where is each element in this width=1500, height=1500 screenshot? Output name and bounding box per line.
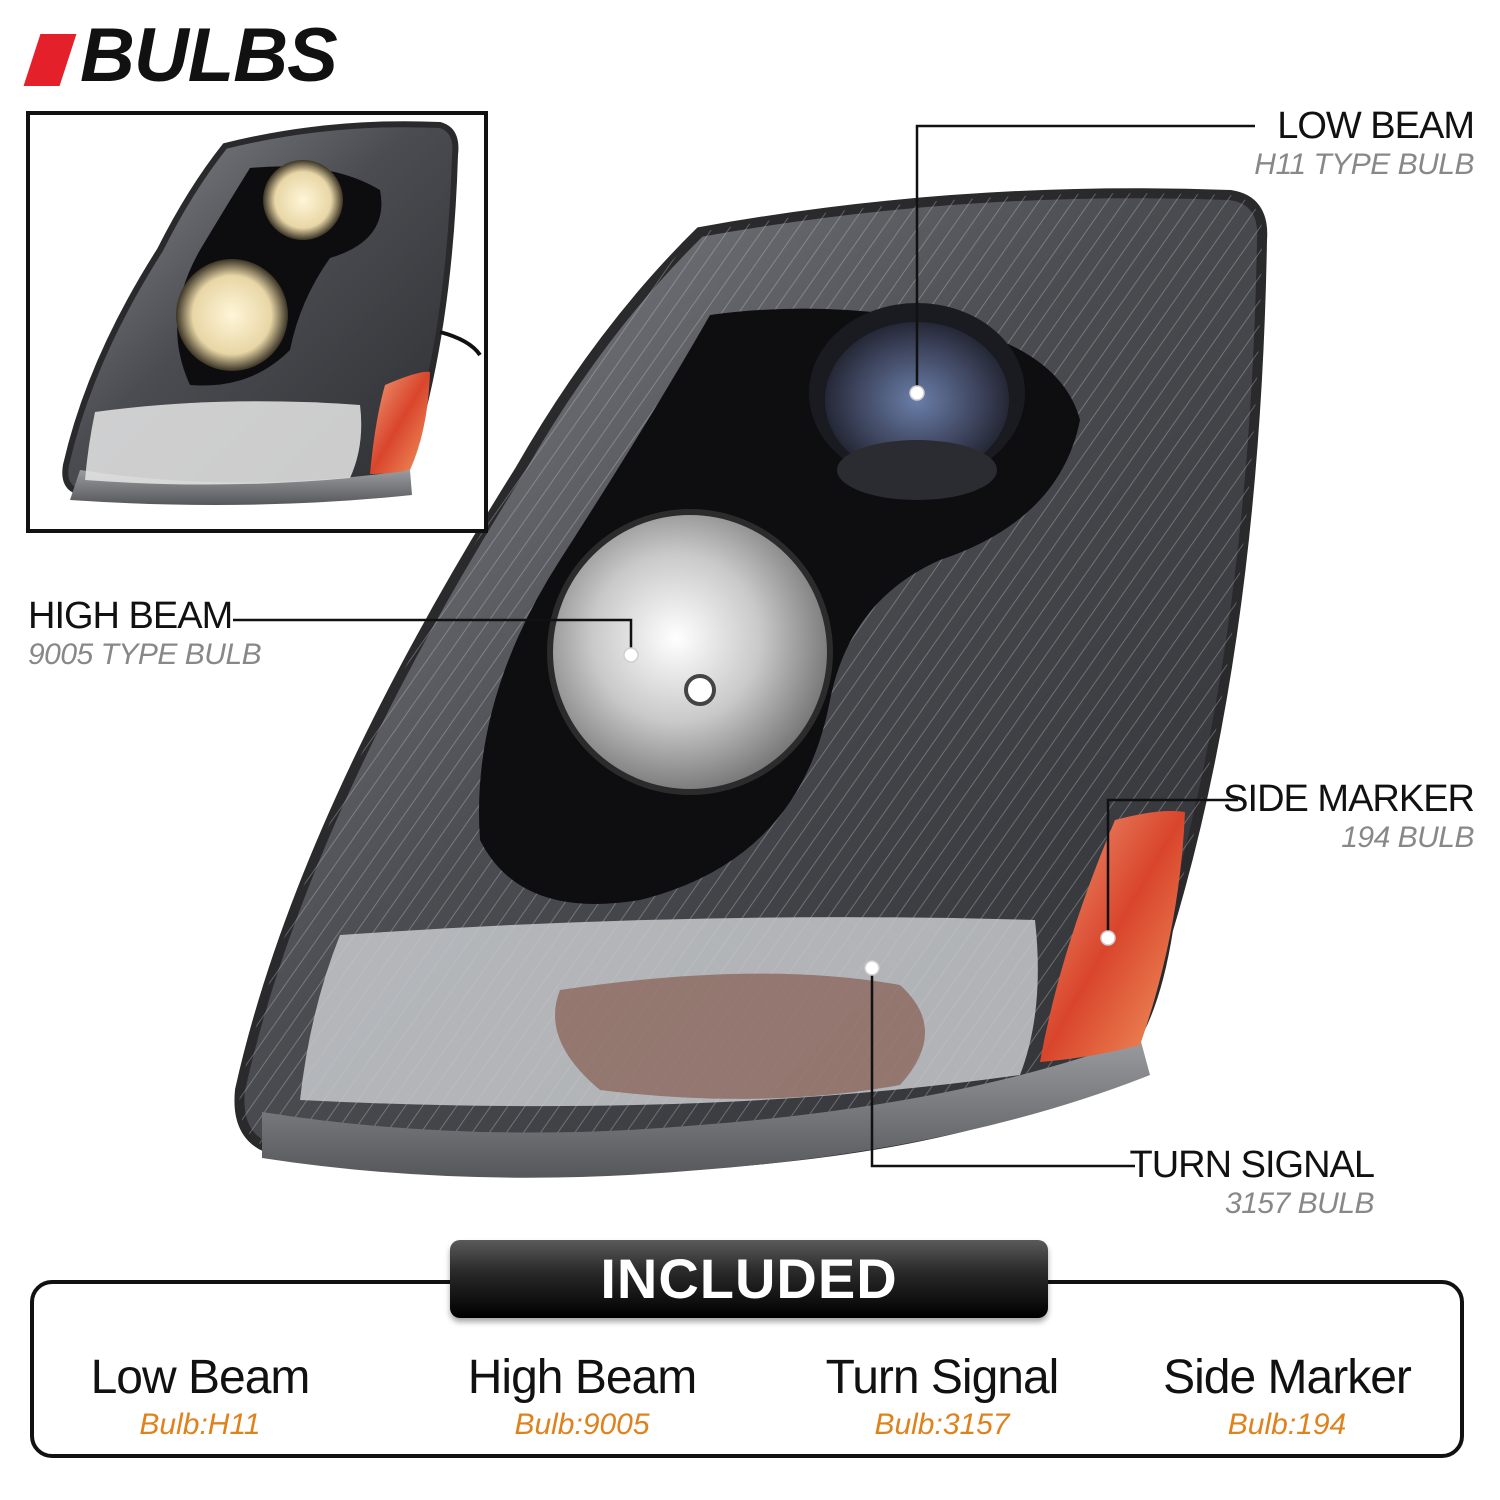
callout-name: LOW BEAM (1277, 105, 1475, 147)
callout-low-beam: LOW BEAM H11 TYPE BULB (1254, 105, 1475, 181)
included-item-name: Side Marker (1163, 1351, 1412, 1404)
high-beam-dot (623, 647, 639, 663)
included-item-bulb: Bulb:9005 (514, 1407, 650, 1441)
included-heading: INCLUDED (450, 1240, 1048, 1318)
callout-name: SIDE MARKER (1223, 778, 1475, 820)
callout-bulb: 9005 TYPE BULB (28, 637, 262, 671)
side-marker-dot (1100, 930, 1116, 946)
callout-high-beam: HIGH BEAM 9005 TYPE BULB (28, 595, 262, 671)
callout-name: TURN SIGNAL (1129, 1144, 1375, 1186)
turn-signal-dot (864, 960, 880, 976)
callout-side-marker: SIDE MARKER 194 BULB (1223, 778, 1475, 854)
callout-bulb: 3157 BULB (1225, 1186, 1374, 1220)
page-title: BULBS (80, 13, 338, 98)
included-item-bulb: Bulb:H11 (139, 1407, 261, 1441)
callout-bulb: 194 BULB (1341, 820, 1474, 854)
included-item-bulb: Bulb:3157 (874, 1407, 1010, 1441)
callout-name: HIGH BEAM (28, 595, 233, 637)
callout-bulb: H11 TYPE BULB (1254, 147, 1474, 181)
included-item-name: Turn Signal (825, 1351, 1060, 1404)
included-item-side-marker: Side Marker Bulb:194 (1117, 1351, 1457, 1444)
callout-leader-lines (233, 124, 1255, 1168)
included-item-bulb: Bulb:194 (1227, 1407, 1347, 1441)
included-item-name: High Beam (467, 1351, 697, 1404)
included-item-high-beam: High Beam Bulb:9005 (412, 1351, 752, 1444)
callout-turn-signal: TURN SIGNAL 3157 BULB (1129, 1144, 1375, 1220)
low-beam-dot (909, 385, 925, 401)
inset-photo-lit-headlight (26, 111, 488, 533)
included-item-turn-signal: Turn Signal Bulb:3157 (772, 1351, 1112, 1444)
included-item-low-beam: Low Beam Bulb:H11 (30, 1351, 370, 1444)
included-item-name: Low Beam (90, 1351, 311, 1404)
